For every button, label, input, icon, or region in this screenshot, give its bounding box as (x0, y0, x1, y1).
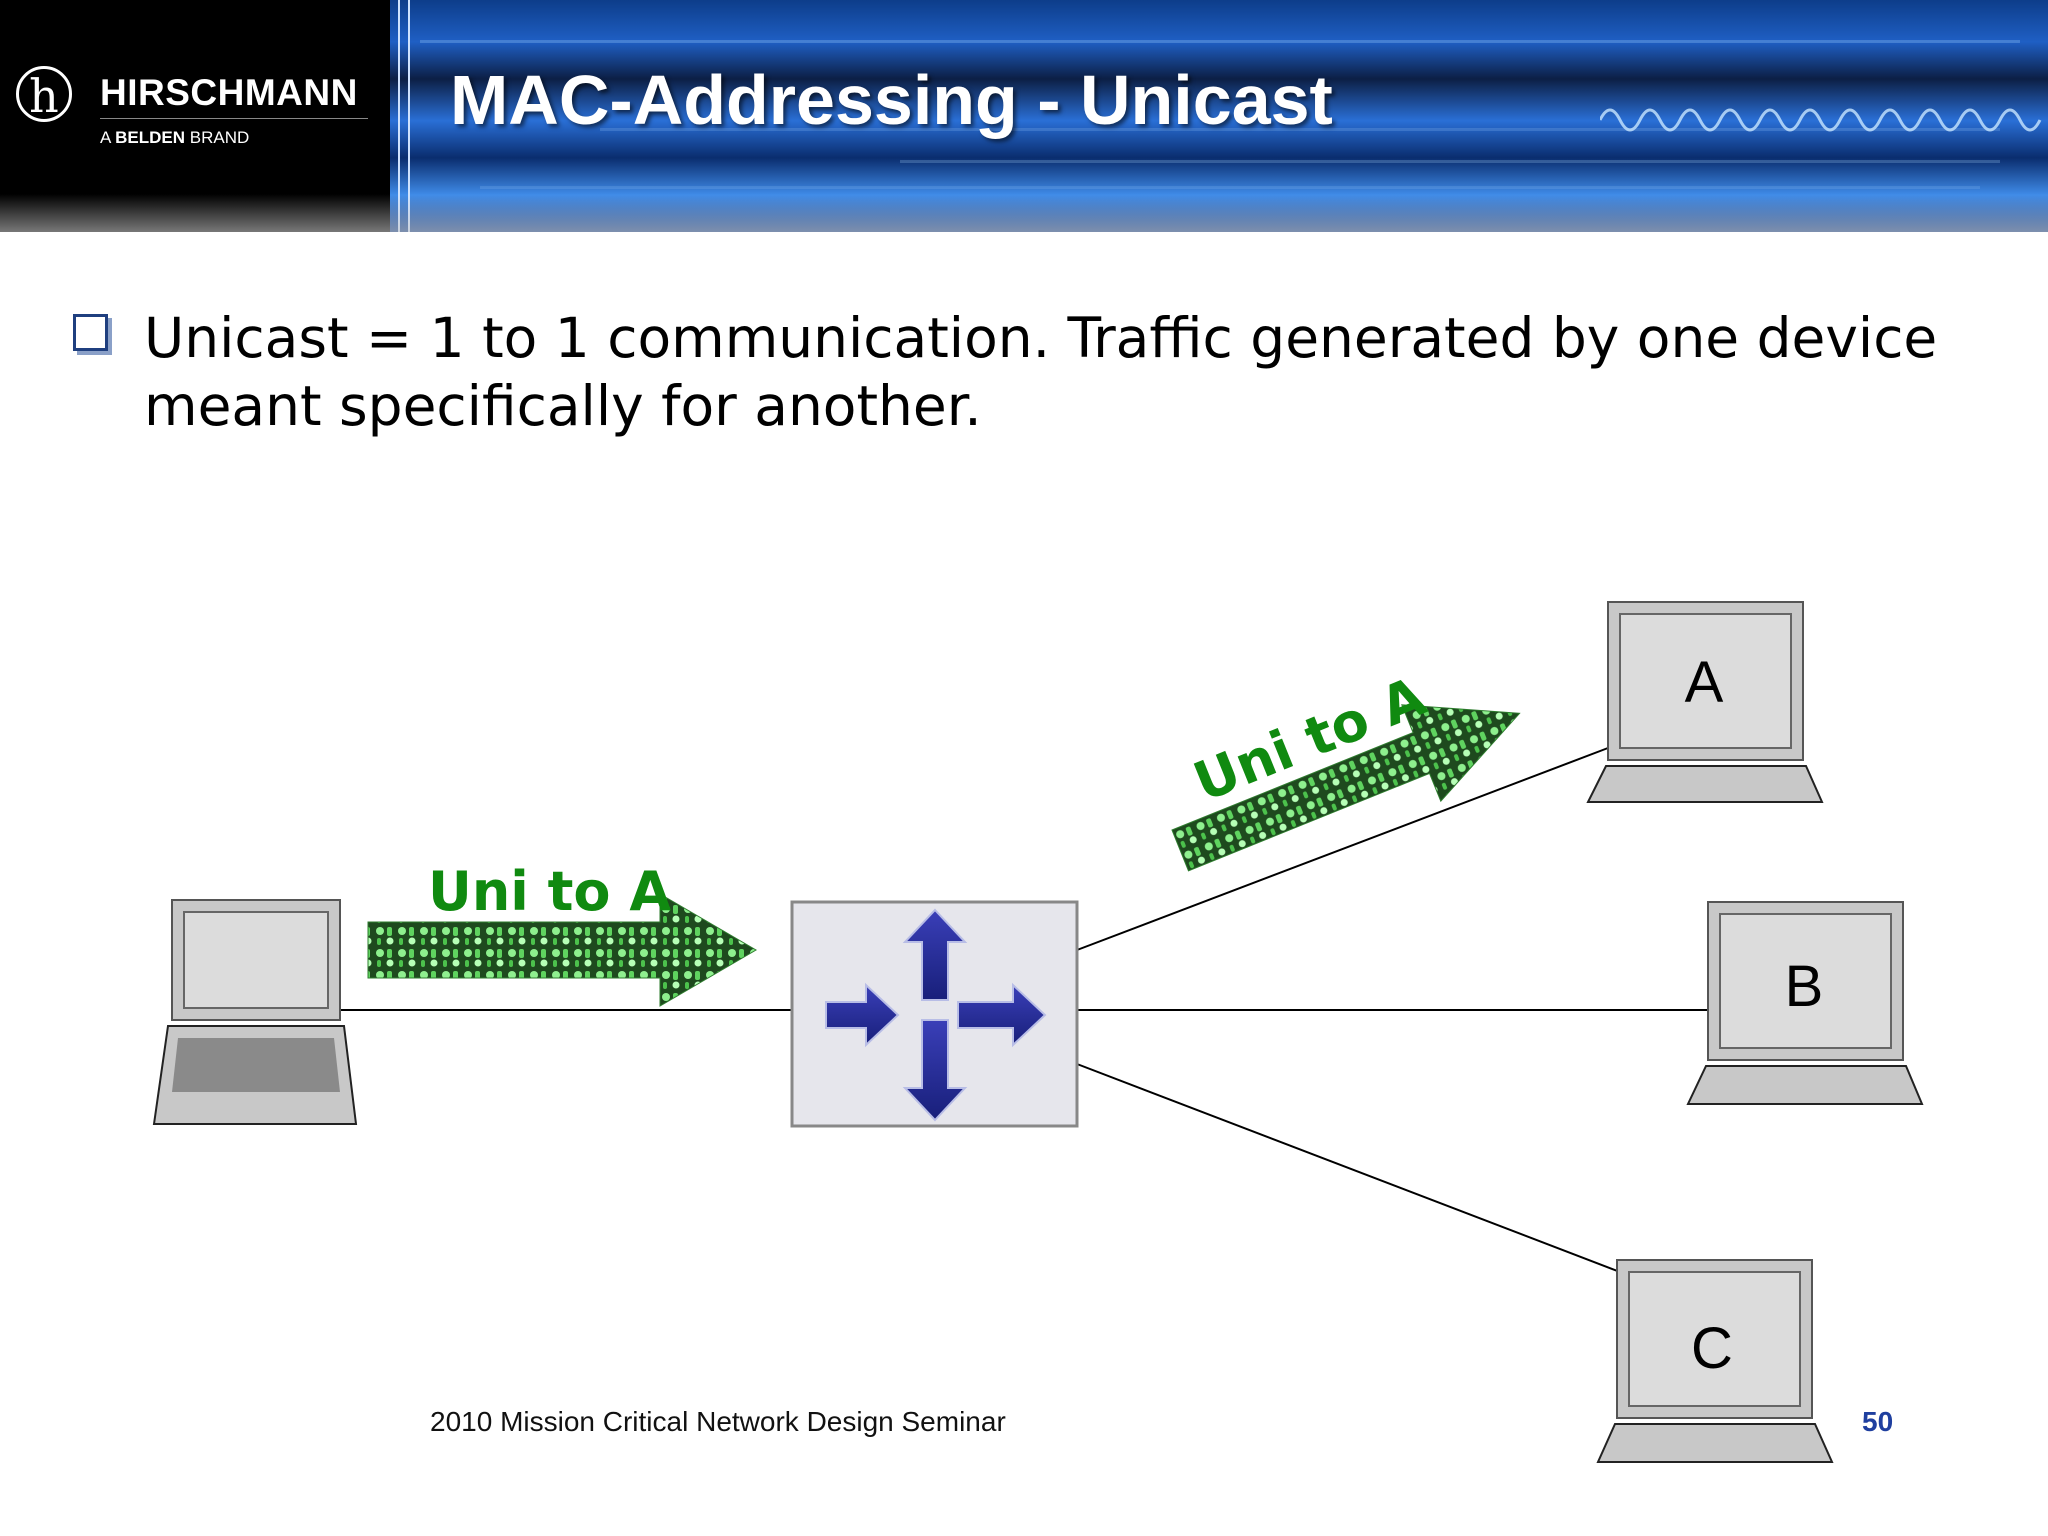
node-label-c: C (1691, 1316, 1733, 1381)
unicast-flow-arrow-to-a: Uni to A (1171, 665, 1521, 872)
logo-subtitle: A BELDEN BRAND (100, 128, 250, 147)
flow-label-uni-to-a: Uni to A (428, 860, 671, 923)
waveform-decoration (1600, 108, 2042, 132)
logo-rule (100, 118, 368, 119)
footer-seminar-title: 2010 Mission Critical Network Design Sem… (430, 1406, 1006, 1437)
switch (790, 900, 1079, 1128)
laptop-c: C (1596, 1259, 1834, 1463)
laptop-a: A (1586, 601, 1824, 803)
laptop-b: B (1686, 901, 1924, 1105)
switch-arrow-right-icon (825, 982, 900, 1048)
header-separator (408, 0, 410, 232)
unicast-flow-arrow: Uni to A (367, 860, 757, 1007)
bullet-text: Unicast = 1 to 1 communication. Traffic … (144, 306, 1938, 438)
bullet-checkbox-icon (73, 314, 108, 351)
switch-arrow-right-icon (957, 982, 1047, 1048)
slide-title: MAC-Addressing - Unicast (450, 61, 1333, 139)
logo-panel: h HIRSCHMANN A BELDEN BRAND (0, 0, 390, 232)
link-switch-c (1076, 1063, 1621, 1273)
switch-arrow-up-icon (902, 908, 968, 1001)
logo-name: HIRSCHMANN (100, 72, 358, 113)
switch-arrow-down-icon (902, 1019, 968, 1122)
page-number: 50 (1862, 1406, 1894, 1437)
node-label-a: A (1685, 650, 1724, 715)
node-label-b: B (1785, 954, 1824, 1019)
header-separator (398, 0, 400, 232)
source-laptop (152, 899, 358, 1125)
link-switch-a (1076, 747, 1609, 951)
hirschmann-logo-icon: h (16, 66, 72, 123)
header-banner: h HIRSCHMANN A BELDEN BRAND MAC-Addressi… (0, 0, 2048, 232)
